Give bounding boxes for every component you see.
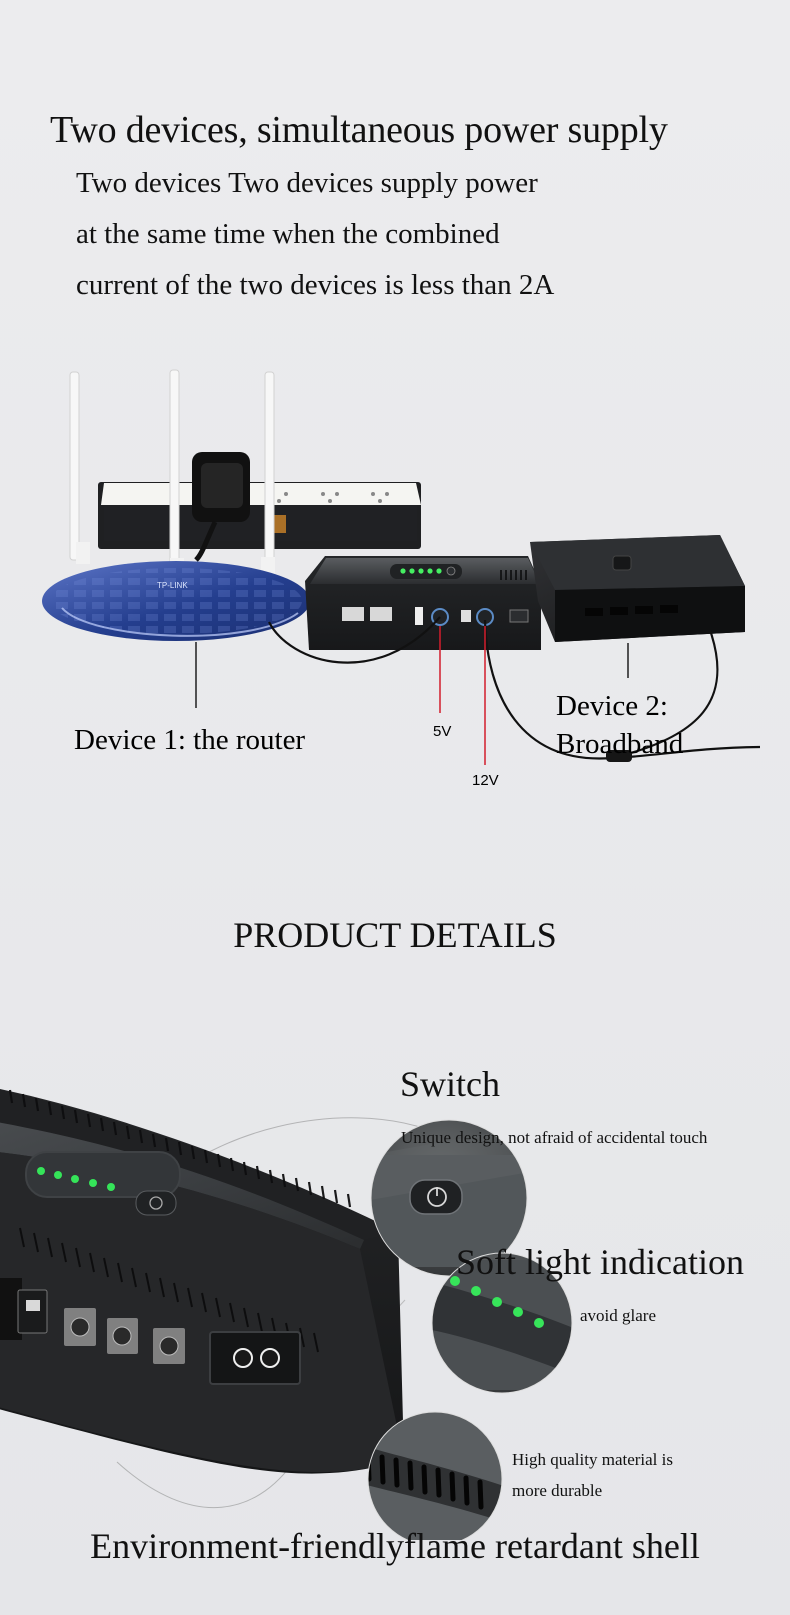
- switch-zoom-lens: [370, 1119, 528, 1277]
- detail-ports: [0, 1278, 301, 1385]
- detail-indicator-lights: [37, 1167, 115, 1191]
- ethernet-port-icon: [370, 607, 392, 621]
- intro-paragraph: Two devices Two devices supply power at …: [76, 158, 696, 311]
- headline: Two devices, simultaneous power supply: [50, 109, 668, 151]
- router: TP-LINK: [42, 369, 310, 641]
- ups-closeup: [0, 1089, 404, 1474]
- power-icon: [446, 566, 456, 576]
- usb-port-icon: [26, 1300, 40, 1311]
- light-description: avoid glare: [580, 1306, 656, 1325]
- detail-top-vents: [8, 1089, 352, 1208]
- product-detail-illustration: [0, 1089, 573, 1540]
- device-2-label-line-2: Broadband: [556, 728, 684, 760]
- power-icon: [149, 1196, 163, 1210]
- detail-front-vents: [19, 1227, 319, 1353]
- ethernet-port-icon: [342, 607, 364, 621]
- ups-indicator-lights: [400, 568, 442, 574]
- wall-adapter: [192, 452, 250, 562]
- vent-zoom-lens: [367, 1411, 503, 1540]
- intro-line-2: at the same time when the combined: [76, 218, 500, 250]
- broadband-box: [530, 535, 745, 642]
- usb-port-icon: [415, 607, 423, 625]
- material-description-line-2: more durable: [512, 1481, 603, 1500]
- two-device-illustration: TP-LINK: [42, 369, 761, 789]
- material-description: High quality material is more durable: [512, 1444, 752, 1506]
- port-label-5v: 5V: [433, 723, 451, 740]
- device-callout-lines: [195, 642, 629, 708]
- bottom-title: Environment-friendlyflame retardant shel…: [90, 1526, 700, 1566]
- intro-line-1: Two devices Two devices supply power: [76, 167, 538, 199]
- switch-title: Switch: [400, 1064, 501, 1104]
- light-zoom-lens: [431, 1252, 573, 1394]
- cables: [268, 616, 761, 765]
- router-brand: TP-LINK: [157, 581, 188, 590]
- outlet-sockets: [270, 492, 389, 503]
- intro-line-3: current of the two devices is less than …: [76, 269, 555, 301]
- port-label-12v: 12V: [472, 772, 499, 789]
- switch-description: Unique design, not afraid of accidental …: [401, 1128, 708, 1147]
- material-description-line-1: High quality material is: [512, 1450, 673, 1469]
- device-1-label: Device 1: the router: [74, 724, 305, 756]
- light-title: Soft light indication: [456, 1242, 744, 1282]
- device-2-label-line-1: Device 2:: [556, 690, 668, 722]
- ups-device: [305, 556, 541, 650]
- section-title: PRODUCT DETAILS: [233, 915, 557, 955]
- power-strip: [98, 482, 421, 549]
